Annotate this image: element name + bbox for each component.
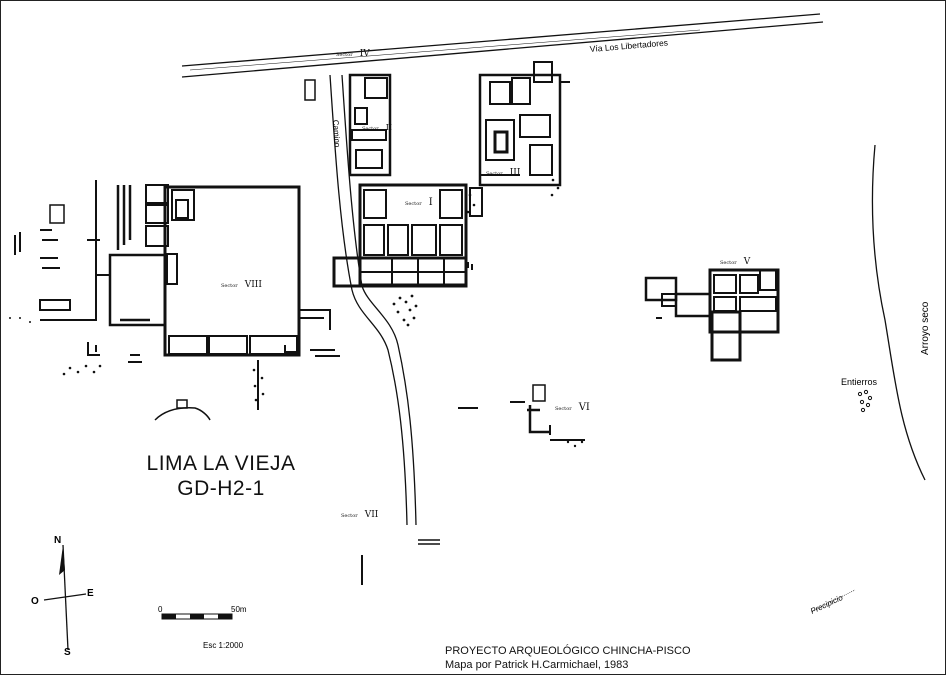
sector-iii-label: Sector III	[486, 160, 521, 179]
compass-south: S	[64, 647, 71, 658]
sector-vii-structures	[361, 539, 440, 585]
scale-ratio: Esc 1:2000	[203, 641, 244, 650]
compass-west: O	[31, 596, 39, 607]
sector-viii-structures	[14, 180, 340, 363]
sector-i-label: Sector I	[405, 190, 433, 209]
sector-viii-label: Sector VIII	[221, 272, 262, 291]
sector-ii-structures	[304, 73, 392, 177]
mound	[154, 407, 211, 421]
scale-start: 0	[158, 605, 163, 614]
sector-i-structures	[332, 183, 483, 288]
sector-v-label: Sector V	[720, 249, 751, 268]
north-arrow: N S E O	[31, 535, 94, 658]
compass-north: N	[54, 535, 61, 546]
rubble-areas	[9, 178, 584, 448]
camino-path	[329, 74, 417, 526]
camino-label: Camino	[331, 120, 342, 149]
sector-v-structures	[644, 268, 780, 362]
sector-vii-label: Sector VII	[341, 502, 379, 521]
sector-vi-label: Sector VI	[555, 395, 590, 414]
arroyo-seco-line	[871, 144, 926, 481]
scale-bar: 0 50m Esc 1:2000	[158, 605, 247, 650]
sector-iii-structures	[478, 61, 570, 187]
entierros-label: Entierros	[841, 377, 878, 387]
precipicio-line	[811, 589, 856, 613]
sector-iv-label: Sector IV	[336, 41, 370, 60]
arroyo-label: Arroyo seco	[920, 301, 931, 355]
precipicio-label: Precipicio	[809, 593, 845, 616]
entierros-markers	[857, 389, 873, 413]
compass-east: E	[87, 588, 94, 599]
map-title-line2: GD-H2-1	[177, 477, 265, 500]
credit-author: Mapa por Patrick H.Carmichael, 1983	[445, 659, 629, 671]
road-label: Vía Los Libertadores	[589, 37, 668, 54]
sector-ii-label: Sector II	[362, 115, 392, 134]
map-title-line1: LIMA LA VIEJA	[146, 452, 296, 475]
road-via-los-libertadores	[181, 13, 824, 78]
sector-vi-structures	[458, 384, 585, 441]
credit-project: PROYECTO ARQUEOLÓGICO CHINCHA-PISCO	[445, 645, 691, 657]
scale-end: 50m	[231, 605, 247, 614]
